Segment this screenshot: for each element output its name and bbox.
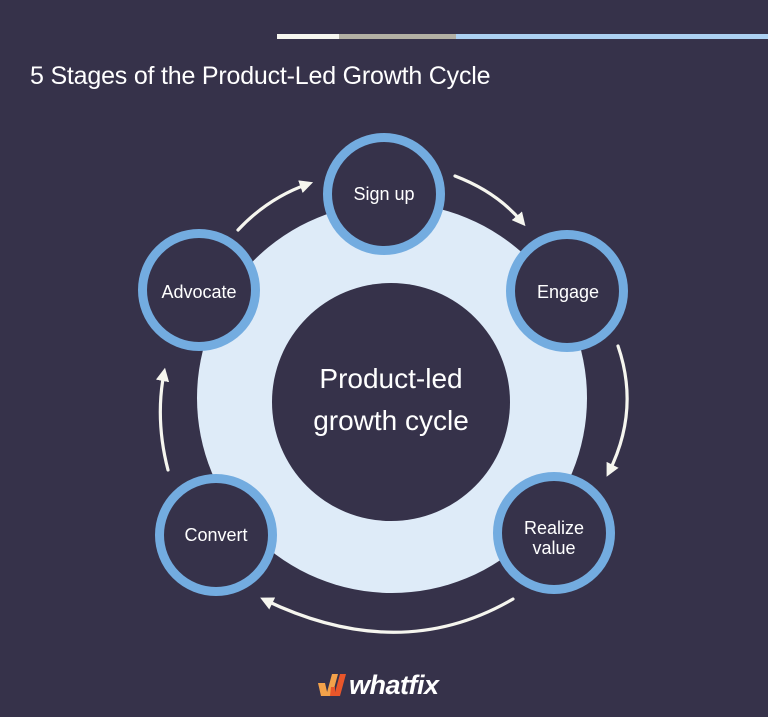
stage-node-realize-value: Realize value	[493, 472, 615, 594]
stage-node-engage: Engage	[506, 230, 628, 352]
page-title: 5 Stages of the Product-Led Growth Cycle	[30, 62, 491, 90]
stage-label: Advocate	[161, 282, 236, 302]
top-progress-bar	[277, 34, 768, 39]
arrow-engage-to-realize	[606, 344, 629, 477]
progress-segment-blue	[456, 34, 768, 39]
stage-node-convert: Convert	[155, 474, 277, 596]
stage-label: Sign up	[353, 184, 414, 204]
whatfix-logo: whatfix	[318, 668, 439, 702]
center-core	[272, 283, 510, 521]
arrow-convert-to-advocate	[155, 367, 170, 472]
logo-text: whatfix	[349, 669, 439, 700]
stage-node-advocate: Advocate	[138, 229, 260, 351]
progress-segment-white	[277, 34, 339, 39]
arrow-signup-to-engage	[453, 174, 526, 227]
center-label-line2: growth cycle	[313, 405, 469, 436]
stage-label-line2: value	[532, 538, 575, 558]
stage-label: Engage	[537, 282, 599, 302]
stage-label: Convert	[184, 525, 247, 545]
progress-segment-gray	[339, 34, 456, 39]
arrow-advocate-to-signup	[236, 180, 314, 232]
stage-label-line1: Realize	[524, 518, 584, 538]
arrow-realize-to-convert	[260, 597, 515, 634]
stage-node-sign-up: Sign up	[323, 133, 445, 255]
center-label-line1: Product-led	[319, 363, 462, 394]
cycle-arrows	[155, 174, 629, 634]
whatfix-logo-icon	[318, 674, 346, 696]
